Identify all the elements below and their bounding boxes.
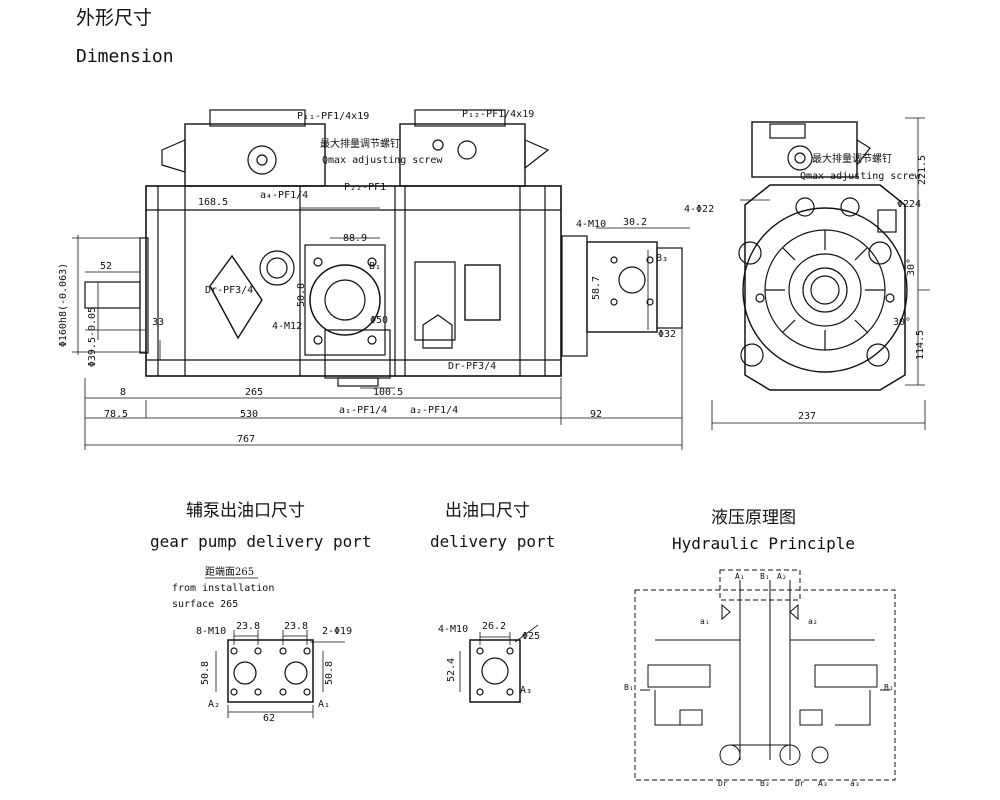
delivery-port-title-en: delivery port [430, 532, 556, 551]
bolt-label: 4-M10 [576, 219, 607, 230]
gear-pump-title-cn: 辅泵出油口尺寸 [186, 501, 305, 521]
delivery-port-drawing [469, 639, 521, 703]
dim-label: Φ39.5-0.05 [87, 306, 99, 368]
dim-label: 114.5 [915, 329, 927, 361]
port-label: Dr [718, 779, 728, 788]
dim-label: 50.8 [200, 660, 212, 686]
front-view-dimension-lines [72, 207, 690, 450]
pump-side-view [738, 121, 908, 391]
page-title-en: Dimension [76, 46, 174, 67]
dim-label: 33 [152, 317, 165, 328]
hydraulic-title-cn: 液压原理图 [711, 508, 796, 528]
dim-label: Φ50 [370, 315, 389, 326]
port-label: A₃ [520, 685, 533, 696]
port-label: P₁₁-PF1/4x19 [297, 111, 370, 122]
dim-label: 8 [120, 387, 127, 398]
port-label: P₁₂-PF1/4x19 [462, 109, 535, 120]
dim-label: 4-M10 [438, 624, 469, 635]
port-label: B₃ [656, 253, 669, 264]
port-label: B₁ [760, 572, 770, 581]
port-label: a₁ [700, 617, 710, 626]
qmax-label-cn: 最大排量调节螺钉 [320, 139, 400, 150]
dim-label: 100.5 [373, 387, 404, 398]
dim-label: 237 [798, 411, 817, 422]
gear-pump-note: from installation [172, 583, 275, 594]
dim-label: 52.4 [446, 657, 458, 683]
qmax-label-cn: 最大排量调节螺钉 [812, 154, 892, 165]
port-label: Dr [795, 779, 805, 788]
dim-label: 92 [590, 409, 603, 420]
port-label: a₃ [850, 779, 860, 788]
port-label: A₃ [818, 779, 828, 788]
qmax-label-en: Qmax adjusting screw [800, 171, 921, 182]
hydraulic-schematic [634, 569, 896, 781]
port-label: a₄-PF1/4 [260, 190, 309, 201]
dim-label: 23.8 [284, 621, 309, 632]
dim-label: 23.8 [236, 621, 261, 632]
delivery-port-title-cn: 出油口尺寸 [445, 501, 530, 521]
port-label: a₁-PF1/4 [339, 405, 388, 416]
dim-label: 2-Φ19 [322, 626, 353, 637]
dim-label: 50.8 [324, 660, 336, 686]
port-label: B₁ [624, 683, 634, 692]
page-title-cn: 外形尺寸 [76, 7, 153, 29]
bolt-label: 4-M12 [272, 321, 303, 332]
delivery-port-dimension-lines [459, 624, 539, 692]
port-label: a₂ [808, 617, 818, 626]
dim-label: 168.5 [198, 197, 229, 208]
dim-label: 78.5 [104, 409, 129, 420]
port-label: B₁ [369, 261, 382, 272]
dim-label: 52 [100, 261, 113, 272]
port-label: Dr-PF3/4 [448, 361, 497, 372]
pump-front-view [84, 109, 683, 387]
dim-label: Φ32 [658, 329, 677, 340]
dim-label: 767 [237, 434, 256, 445]
gear-pump-note: 距端面265 [205, 567, 255, 578]
gear-pump-note: surface 265 [172, 599, 239, 610]
dim-label: Φ160h8(-0.063) [58, 262, 70, 348]
port-label: Dr-PF3/4 [205, 285, 254, 296]
port-label: B₃ [760, 779, 770, 788]
port-label: A₂ [777, 572, 787, 581]
dim-label: 50.8 [296, 282, 308, 308]
dim-label: 8-M10 [196, 626, 227, 637]
dim-label: 26.2 [482, 621, 507, 632]
port-label: A₂ [208, 699, 221, 710]
dim-label: 58.7 [591, 275, 603, 301]
dim-label: 62 [263, 713, 276, 724]
port-label: P₂₂-PF1 [344, 182, 387, 193]
dim-label: 30.2 [623, 217, 648, 228]
port-label: A₁ [735, 572, 745, 581]
qmax-label-en: Qmax adjusting screw [322, 155, 443, 166]
gear-pump-title-en: gear pump delivery port [150, 532, 372, 551]
dim-label: Φ224 [897, 199, 922, 210]
side-view-dimension-lines [711, 117, 930, 430]
dim-label: 4-Φ22 [684, 204, 715, 215]
port-label: a₂-PF1/4 [410, 405, 459, 416]
dim-label: 265 [245, 387, 264, 398]
dim-label: Φ25 [522, 631, 541, 642]
hydraulic-title-en: Hydraulic Principle [672, 534, 856, 553]
dim-label: 30° [906, 257, 918, 277]
dim-label: 221.5 [917, 154, 929, 186]
dim-label: 30° [893, 317, 912, 328]
port-label: A₁ [318, 699, 331, 710]
dim-label: 530 [240, 409, 259, 420]
dim-label: 88.9 [343, 233, 368, 244]
gear-pump-port-drawing [227, 639, 314, 703]
port-label: B₂ [884, 683, 894, 692]
gear-pump-dimension-lines [205, 577, 345, 718]
